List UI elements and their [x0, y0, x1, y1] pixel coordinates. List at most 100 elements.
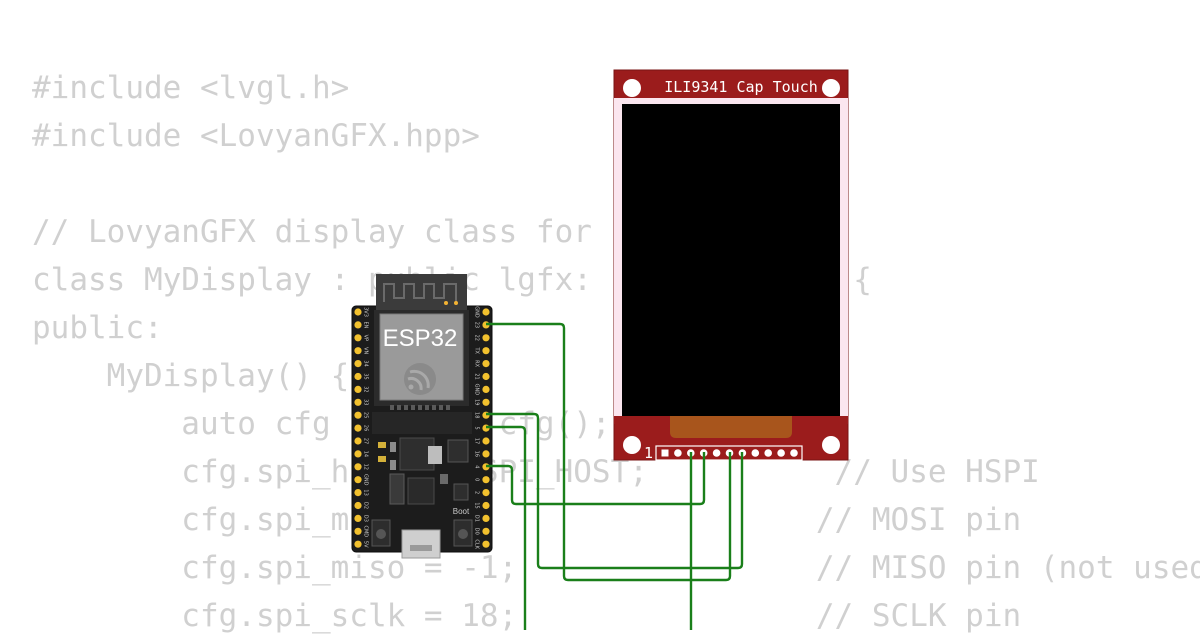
display-pin[interactable] [764, 449, 772, 457]
display-pin[interactable] [790, 449, 798, 457]
esp32-pin-25[interactable] [354, 411, 362, 419]
esp32-pin-label: 21 [474, 373, 480, 379]
esp32-pin-2[interactable] [482, 489, 490, 497]
esp32-pin-VN[interactable] [354, 347, 362, 355]
mounting-hole [623, 436, 641, 454]
esp32-pin-15[interactable] [482, 501, 490, 510]
usb-chip [407, 477, 435, 505]
esp32-pin-label: 19 [474, 399, 480, 405]
esp32-pin-label: 13 [363, 489, 369, 495]
esp32-pin-label: 18 [474, 412, 480, 418]
esp32-label: ESP32 [383, 325, 458, 352]
display-pin[interactable] [661, 449, 669, 457]
esp32-pin-13[interactable] [354, 489, 362, 497]
esp32-pin-D2[interactable] [354, 501, 362, 510]
wire-gpio23 [486, 322, 732, 582]
display-pin[interactable] [674, 449, 682, 457]
esp32-pin-label: 25 [363, 412, 369, 418]
esp32-pin-label: 32 [363, 386, 369, 392]
esp32-pin-label: D3 [363, 515, 369, 522]
esp32-pin-17[interactable] [482, 437, 490, 445]
esp32-pin-34[interactable] [354, 360, 362, 368]
esp32-pin-label: GND [363, 474, 369, 486]
display-title: ILI9341 Cap Touch [664, 78, 818, 96]
mounting-hole [822, 436, 840, 454]
esp32-pin-label: 3V3 [363, 307, 369, 317]
esp32-pin-label: TX [474, 346, 480, 354]
code-line: // LovyanGFX display class for [32, 214, 592, 250]
display-pin[interactable] [751, 449, 760, 457]
esp32-pin-D3[interactable] [354, 514, 362, 523]
esp32-pin-D1[interactable] [482, 514, 490, 523]
micro-usb-port[interactable] [401, 529, 441, 559]
display-pin[interactable] [777, 449, 785, 457]
esp32-pin-label: 5 [474, 427, 480, 430]
wire-gpio5 [486, 425, 527, 630]
esp32-pin-label: 2 [474, 491, 480, 494]
esp32-pin-33[interactable] [354, 398, 362, 406]
module-pads [390, 405, 450, 410]
esp32-pin-label: GND [474, 384, 480, 396]
display-screen [622, 104, 840, 416]
esp32-pin-label: 14 [363, 451, 369, 457]
code-line: cfg.spi_m 3; // MOSI pin [32, 502, 1022, 538]
esp32-pin-VP[interactable] [354, 334, 362, 342]
esp32-board[interactable]: ESP32 [351, 274, 493, 559]
esp32-pin-EN[interactable] [354, 321, 362, 329]
code-line: MyDisplay() { [32, 358, 350, 394]
espressif-logo-icon [404, 363, 436, 395]
board-components: Boot [371, 412, 473, 547]
esp32-pin-19[interactable] [482, 398, 490, 406]
esp32-pin-35[interactable] [354, 372, 362, 381]
code-line: cfg.spi_sclk = 18; // SCLK pin [32, 598, 1022, 634]
esp32-pin-14[interactable] [354, 450, 362, 458]
code-background: #include <lvgl.h> #include <LovyanGFX.hpp… [32, 64, 1200, 640]
esp32-left-header[interactable] [354, 308, 362, 548]
mounting-hole [623, 79, 641, 97]
esp32-pin-label: 23 [474, 322, 480, 328]
display-pin[interactable] [712, 449, 721, 457]
esp32-pin-label: 27 [363, 438, 369, 444]
code-line: public: [32, 310, 163, 346]
esp32-pin-32[interactable] [354, 385, 362, 393]
code-line: cfg.spi_miso = -1; // MISO pin (not used [32, 550, 1200, 586]
esp32-pin-label: 0 [474, 478, 480, 481]
esp32-pin-26[interactable] [354, 424, 362, 432]
esp32-pin-27[interactable] [354, 437, 362, 445]
esp32-pin-label: 26 [363, 425, 369, 431]
esp32-pin-5V[interactable] [354, 540, 362, 548]
esp32-pin-0[interactable] [482, 476, 490, 484]
wire-gpio18 [486, 412, 744, 570]
esp32-pin-label: VP [363, 335, 369, 341]
esp32-pin-label: RX [474, 360, 480, 367]
esp32-pin-3V3[interactable] [354, 308, 362, 316]
esp32-pin-16[interactable] [482, 450, 490, 458]
esp32-pin-RX[interactable] [482, 360, 490, 368]
ili9341-display[interactable]: ILI9341 Cap Touch 1 [613, 69, 849, 462]
esp32-pin-label: 33 [363, 399, 369, 405]
esp32-pin-label: D2 [363, 502, 369, 509]
code-line: #include <LovyanGFX.hpp> [32, 118, 480, 154]
esp32-pin-CLK[interactable] [482, 540, 490, 548]
esp32-pin-21[interactable] [482, 372, 490, 381]
esp32-pin-label: VN [363, 347, 369, 354]
pin-one-marker: 1 [644, 444, 653, 462]
esp32-pin-label: 15 [474, 502, 480, 508]
esp32-pin-12[interactable] [354, 463, 362, 471]
wires [486, 322, 744, 630]
esp32-pin-GND[interactable] [354, 476, 362, 484]
esp32-pin-label: 12 [363, 464, 369, 470]
antenna-trace [383, 283, 457, 302]
esp32-pin-label: CLK [474, 539, 480, 549]
esp32-pin-TX[interactable] [482, 347, 490, 355]
esp32-pin-GND[interactable] [482, 308, 490, 316]
esp32-pin-label: 16 [474, 451, 480, 457]
esp32-pin-CMD[interactable] [354, 527, 362, 535]
esp32-pin-label: 4 [474, 465, 480, 468]
esp32-pin-D0[interactable] [482, 527, 490, 535]
esp32-pin-label: 17 [474, 438, 480, 444]
esp32-pin-GND[interactable] [482, 385, 490, 393]
code-line: #include <lvgl.h> [32, 70, 350, 106]
esp32-pin-22[interactable] [482, 334, 490, 342]
